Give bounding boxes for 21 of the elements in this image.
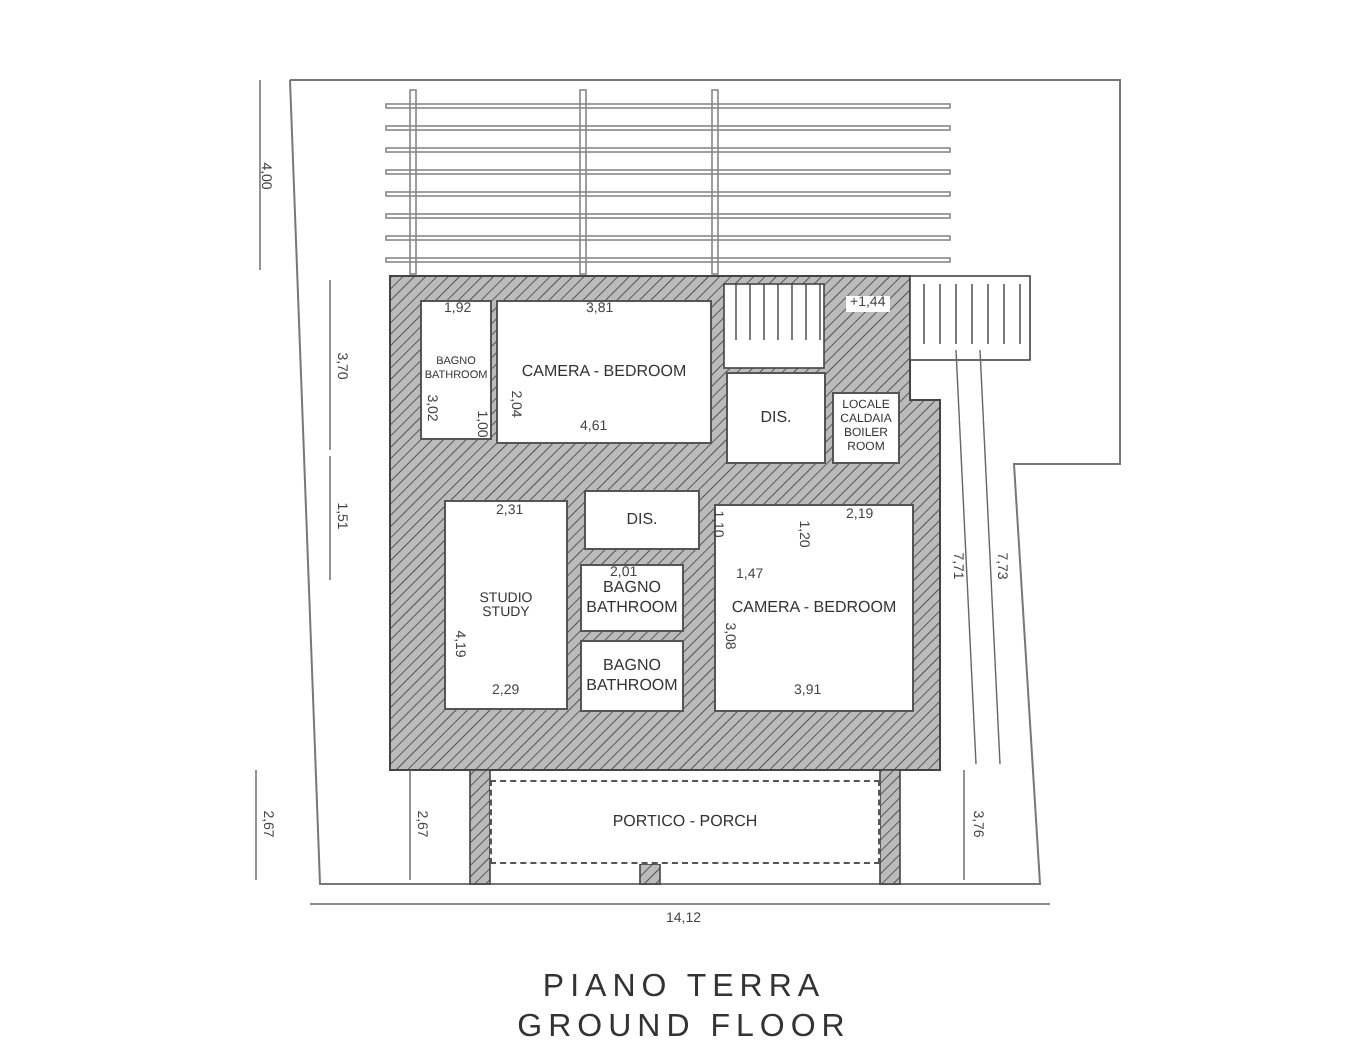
room-area: [832, 392, 900, 464]
room-label: BAGNO: [603, 656, 661, 676]
room-area: [714, 504, 914, 712]
plan-title: PIANO TERRA: [540, 970, 828, 1006]
room-area: [726, 372, 826, 464]
room-label: CAMERA - BEDROOM: [731, 598, 897, 618]
room-area: [496, 300, 712, 444]
room-area: [584, 490, 700, 550]
room-area: [420, 300, 492, 440]
room-label: DIS.: [760, 408, 792, 428]
plan-caption: GROUND FLOOR: [515, 1010, 853, 1046]
room-label: BAGNO: [603, 578, 661, 598]
room-area: [580, 640, 684, 712]
room-area: [444, 500, 568, 710]
room-label: BATHROOM: [586, 598, 678, 618]
room-label: PORTICO - PORCH: [612, 812, 758, 832]
room-label: BATHROOM: [586, 676, 678, 696]
room-area: [580, 564, 684, 632]
room-label: DIS.: [626, 510, 658, 530]
porch-area: [490, 780, 880, 864]
room-label: CAMERA - BEDROOM: [521, 362, 687, 382]
